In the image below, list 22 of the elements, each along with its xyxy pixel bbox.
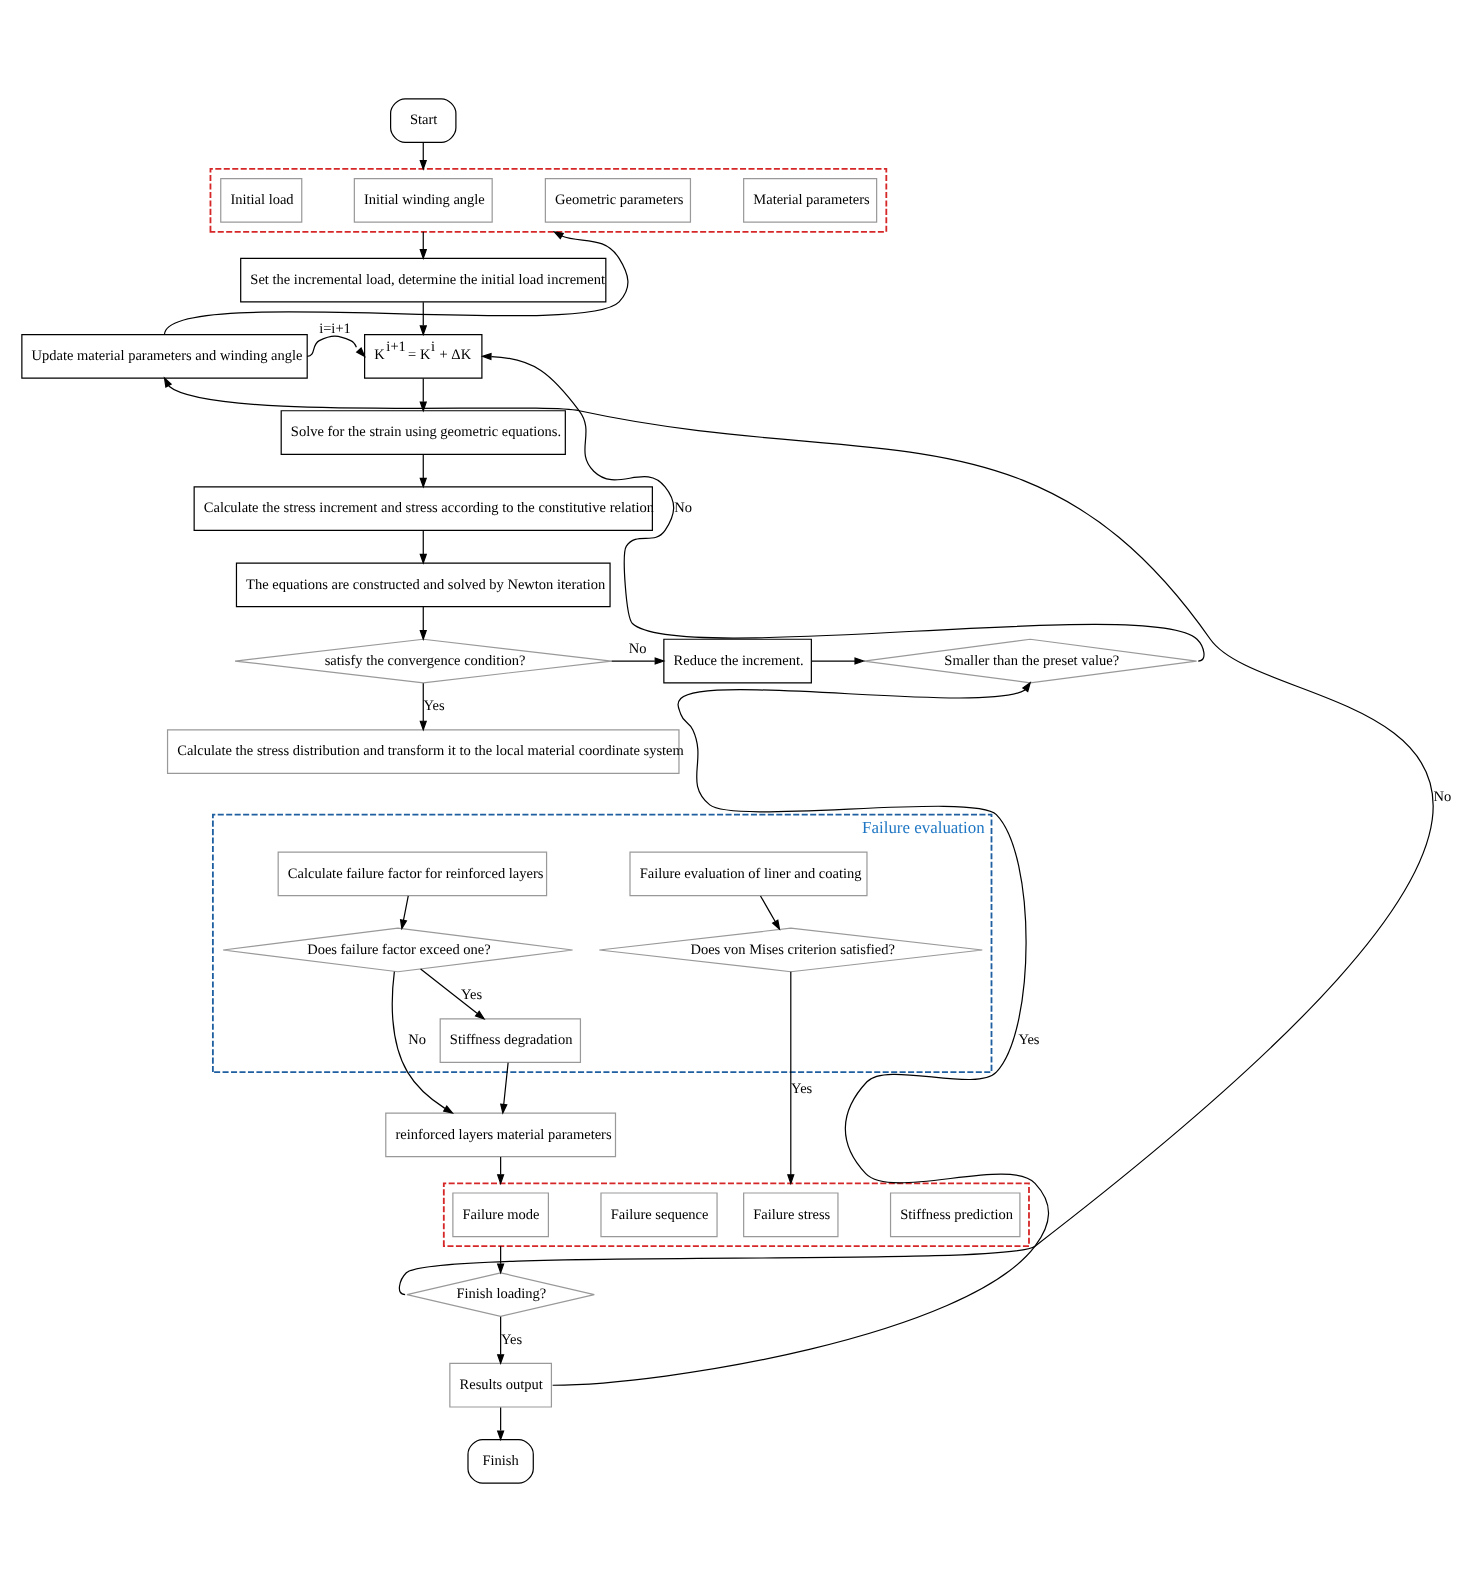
arrow (163, 375, 1434, 1295)
arrow (419, 300, 428, 336)
arrow (419, 605, 428, 640)
arrow (759, 894, 781, 930)
arrow (420, 967, 486, 1019)
arrow (419, 376, 428, 412)
arrow (480, 351, 1205, 661)
arrow (391, 970, 455, 1113)
arrow (499, 1061, 509, 1114)
arrow (496, 1315, 505, 1365)
arrow (811, 656, 866, 664)
arrow (419, 453, 428, 488)
arrow (496, 1405, 505, 1441)
arrow (419, 529, 428, 564)
arrow (306, 334, 366, 357)
arrow (787, 970, 795, 1185)
arrow (552, 680, 1050, 1385)
cluster (209, 167, 888, 232)
arrow (419, 681, 428, 731)
arrow (399, 894, 409, 930)
arrow (610, 656, 666, 664)
cluster (442, 1181, 1030, 1247)
